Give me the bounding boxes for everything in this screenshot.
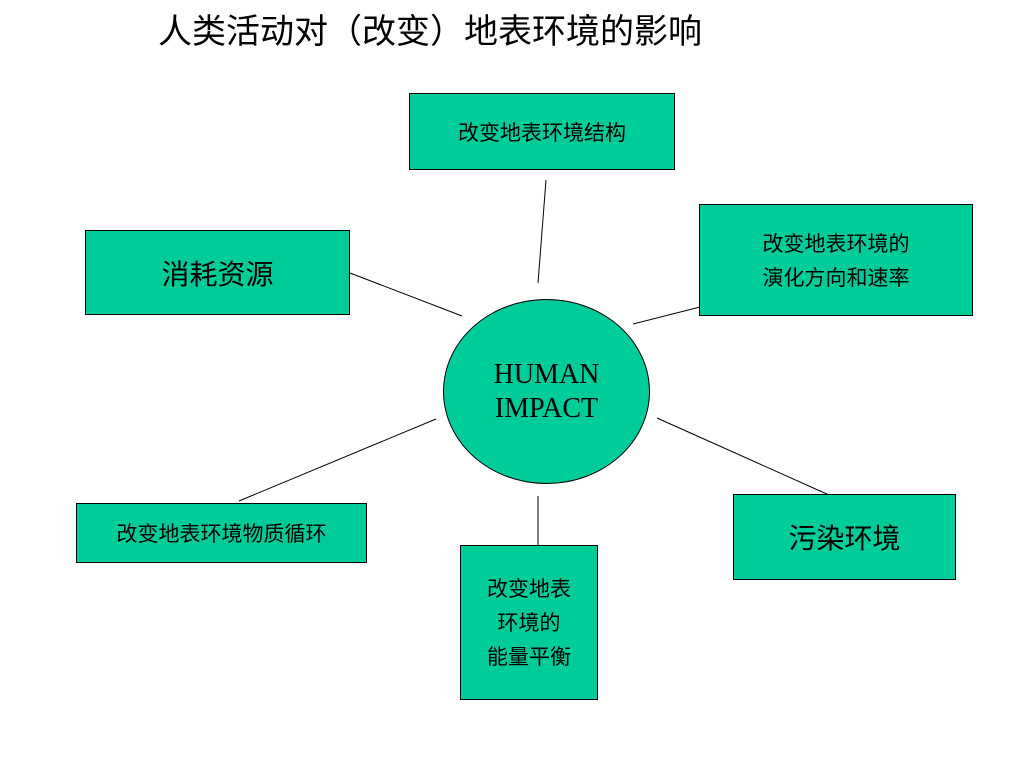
node-change-structure: 改变地表环境结构 [409,93,675,170]
node-change-material-cycle-label: 改变地表环境物质循环 [116,522,327,546]
connector-structure [537,179,547,284]
center-line1: HUMAN [493,358,600,390]
node-consume-resources-label: 消耗资源 [161,257,274,291]
node-change-evolution: 改变地表环境的 演化方向和速率 [699,204,973,316]
node-pollute-environment-label: 污染环境 [788,522,901,555]
center-line2: IMPACT [494,392,599,424]
page-title: 人类活动对（改变）地表环境的影响 [158,12,702,52]
node-change-structure-label: 改变地表环境结构 [458,120,626,145]
connector-evolution [632,306,701,325]
node-change-energy-balance-line3: 能量平衡 [487,644,571,669]
node-change-evolution-line2: 演化方向和速率 [762,266,910,290]
node-consume-resources: 消耗资源 [85,230,350,315]
node-change-energy-balance-line1: 改变地表 [487,576,571,601]
connector-resources [349,272,463,317]
node-change-evolution-line1: 改变地表环境的 [762,232,910,256]
node-change-material-cycle: 改变地表环境物质循环 [76,503,367,563]
center-node-human-impact: HUMAN IMPACT [443,299,650,484]
node-change-energy-balance-line2: 环境的 [497,610,561,635]
node-change-energy-balance: 改变地表 环境的 能量平衡 [460,545,598,700]
node-pollute-environment: 污染环境 [733,494,956,580]
connector-pollution [656,417,830,496]
connector-material-cycle [238,418,437,502]
